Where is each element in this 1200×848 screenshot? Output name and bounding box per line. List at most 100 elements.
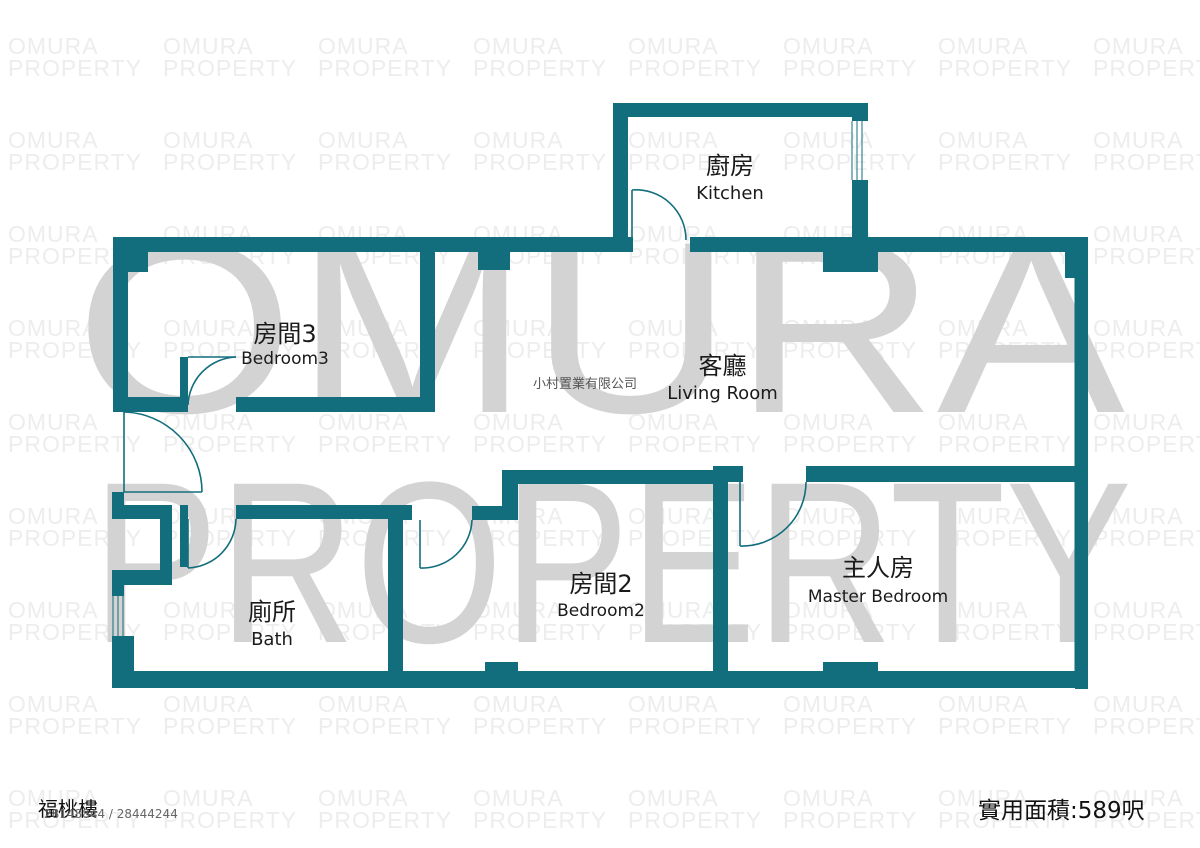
label-living-room: 客廳 Living Room (650, 346, 795, 404)
living-label-cn: 客廳 (698, 352, 747, 380)
watermark-tile-line2: PROPERTY (783, 149, 918, 175)
watermark-tile-line1: OMURA (163, 33, 254, 59)
watermark-tile-line1: OMURA (628, 127, 719, 153)
wall (388, 505, 403, 686)
living-label-en: Living Room (667, 383, 778, 404)
watermark-tile-line2: PROPERTY (163, 55, 298, 81)
watermark-tile-line1: OMURA (473, 597, 564, 623)
watermark-tile-line2: PROPERTY (1093, 337, 1200, 363)
watermark-tile-line1: OMURA (1093, 409, 1184, 435)
wall (180, 505, 188, 567)
watermark-tile-line1: OMURA (163, 409, 254, 435)
watermark-tile-line1: OMURA (783, 597, 874, 623)
watermark-tile-line2: PROPERTY (473, 807, 608, 833)
bedroom3-label-en: Bedroom3 (241, 349, 329, 369)
watermark-tile-line2: PROPERTY (8, 149, 143, 175)
wall (502, 470, 728, 484)
watermark-tile-line2: PROPERTY (318, 337, 453, 363)
building-name: 福桃樓 (38, 797, 98, 821)
watermark-tile-line2: PROPERTY (1093, 55, 1200, 81)
watermark-tile-line1: OMURA (783, 785, 874, 811)
watermark-tile-line1: OMURA (8, 315, 99, 341)
watermark-tile-line1: OMURA (628, 315, 719, 341)
wall (823, 250, 878, 272)
watermark-tile-line2: PROPERTY (473, 713, 608, 739)
watermark-tile-line1: OMURA (628, 691, 719, 717)
company-name: 小村置業有限公司 (533, 377, 638, 392)
wall (713, 466, 728, 686)
watermark-tile-line2: PROPERTY (473, 619, 608, 645)
watermark-tile-line2: PROPERTY (783, 619, 918, 645)
watermark-tile-line2: PROPERTY (783, 337, 918, 363)
wall (613, 103, 868, 117)
watermark-tile-line2: PROPERTY (1093, 149, 1200, 175)
watermark-tile-line2: PROPERTY (1093, 619, 1200, 645)
watermark-tile-line1: OMURA (8, 221, 99, 247)
wall (485, 662, 518, 674)
kitchen-label-en: Kitchen (696, 183, 764, 204)
watermark-tile-line1: OMURA (938, 597, 1029, 623)
watermark-tile-line2: PROPERTY (938, 713, 1073, 739)
windows (112, 121, 1085, 671)
watermark-tile-line1: OMURA (8, 127, 99, 153)
wall (112, 671, 1088, 688)
label-kitchen: 廚房 Kitchen (680, 146, 780, 204)
wall (472, 506, 518, 520)
watermark-tile-line2: PROPERTY (473, 55, 608, 81)
watermark-tile-line2: PROPERTY (938, 55, 1073, 81)
watermark-tile-line1: OMURA (1093, 221, 1184, 247)
wall (236, 397, 435, 412)
wall (113, 397, 185, 412)
watermark-tile-line2: PROPERTY (473, 337, 608, 363)
watermark-tile-line1: OMURA (938, 503, 1029, 529)
watermark-tile-line1: OMURA (318, 785, 409, 811)
watermark-tile-line1: OMURA (628, 409, 719, 435)
watermark-tile-line1: OMURA (163, 127, 254, 153)
wall (690, 237, 1088, 252)
watermark-tile-line2: PROPERTY (628, 713, 763, 739)
watermark-tile-line1: OMURA (1093, 315, 1184, 341)
watermark-tile-line1: OMURA (318, 127, 409, 153)
saleable-area: 實用面積:589呎 (978, 798, 1145, 824)
watermark-tile-line2: PROPERTY (1093, 713, 1200, 739)
watermark-tile-line1: OMURA (938, 785, 1029, 811)
bedroom2-label-cn: 房間2 (569, 570, 633, 598)
watermark-tile-line1: OMURA (8, 409, 99, 435)
wall (478, 250, 510, 270)
watermark-tile-line1: OMURA (473, 315, 564, 341)
watermark-tile-line1: OMURA (318, 691, 409, 717)
watermark-tile-line1: OMURA (628, 503, 719, 529)
watermark-tile-line2: PROPERTY (318, 525, 453, 551)
bath-label-en: Bath (251, 629, 293, 650)
watermark-tile-line2: PROPERTY (783, 431, 918, 457)
watermark-tile-line1: OMURA (938, 315, 1029, 341)
watermark-tile-line1: OMURA (628, 33, 719, 59)
watermark-tile-line1: OMURA (1093, 503, 1184, 529)
watermark-tile-line2: PROPERTY (8, 243, 143, 269)
watermark-tile-line1: OMURA (628, 785, 719, 811)
